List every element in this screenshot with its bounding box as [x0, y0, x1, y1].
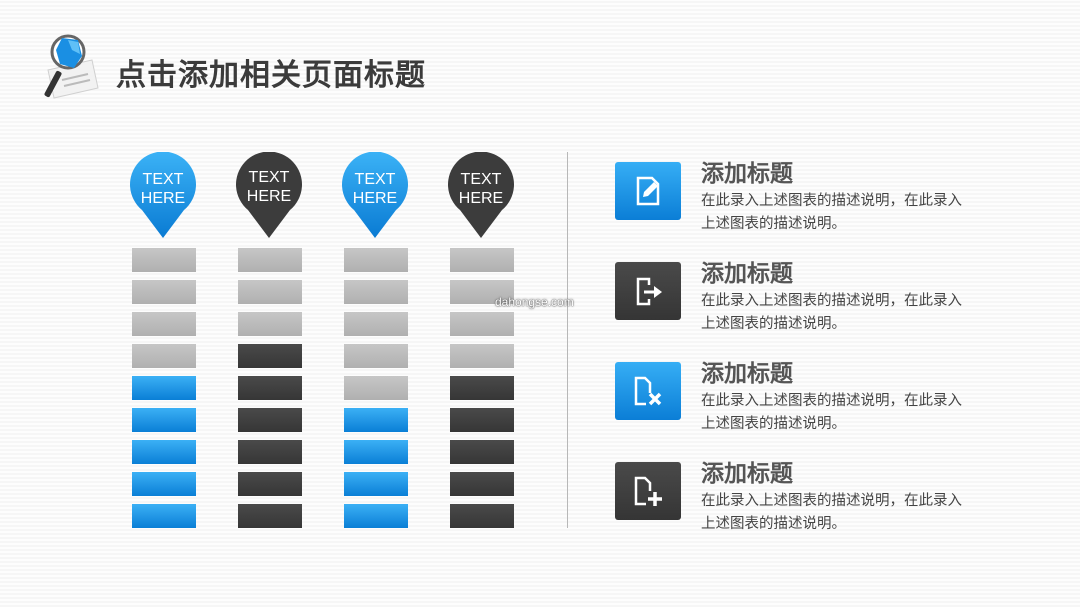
level-bar — [344, 504, 408, 528]
level-bar — [238, 504, 302, 528]
bar-column-1: TEXT HERE — [130, 152, 196, 528]
pin-marker: TEXT HERE — [448, 152, 514, 240]
pin-label-line1: TEXT — [142, 171, 184, 188]
item-description: 在此录入上述图表的描述说明，在此录入上述图表的描述说明。 — [701, 493, 962, 532]
page-title: 点击添加相关页面标题 — [116, 58, 426, 93]
item-description: 在此录入上述图表的描述说明，在此录入上述图表的描述说明。 — [701, 193, 962, 232]
item-description: 在此录入上述图表的描述说明，在此录入上述图表的描述说明。 — [701, 293, 962, 332]
pin-label-line1: TEXT — [248, 169, 290, 186]
level-bar — [344, 248, 408, 272]
level-bar — [344, 312, 408, 336]
level-bar — [450, 440, 514, 464]
level-bar — [132, 376, 196, 400]
pin-label-line1: TEXT — [460, 171, 502, 188]
level-bar — [238, 472, 302, 496]
watermark: dahongse.com — [495, 295, 574, 309]
level-bar — [132, 472, 196, 496]
level-bar — [238, 344, 302, 368]
feature-item-2: 添加标题 在此录入上述图表的描述说明，在此录入上述图表的描述说明。 — [615, 254, 1035, 344]
item-description: 在此录入上述图表的描述说明，在此录入上述图表的描述说明。 — [701, 393, 962, 432]
delete-document-icon — [615, 362, 681, 420]
level-bar — [132, 344, 196, 368]
level-bar — [238, 312, 302, 336]
feature-item-4: 添加标题 在此录入上述图表的描述说明，在此录入上述图表的描述说明。 — [615, 454, 1035, 544]
level-bar — [132, 504, 196, 528]
item-title: 添加标题 — [701, 161, 793, 187]
level-bar — [238, 376, 302, 400]
pin-label: TEXT HERE — [342, 170, 408, 208]
pin-marker: TEXT HERE — [236, 152, 302, 240]
level-bar — [344, 280, 408, 304]
level-bar — [132, 312, 196, 336]
item-title: 添加标题 — [701, 261, 793, 287]
level-bar — [238, 408, 302, 432]
level-bar — [450, 280, 514, 304]
level-bar — [238, 280, 302, 304]
level-bar — [238, 440, 302, 464]
pin-label-line2: HERE — [352, 190, 398, 207]
pin-marker: TEXT HERE — [130, 152, 196, 240]
bar-column-2: TEXT HERE — [236, 152, 302, 528]
level-bar — [344, 376, 408, 400]
pin-label-line2: HERE — [246, 188, 292, 205]
pin-label-line1: TEXT — [354, 171, 396, 188]
level-bar — [344, 440, 408, 464]
level-bar — [450, 248, 514, 272]
level-bar — [450, 472, 514, 496]
level-bar — [132, 408, 196, 432]
level-bar — [132, 248, 196, 272]
level-bar — [132, 280, 196, 304]
feature-item-1: 添加标题 在此录入上述图表的描述说明，在此录入上述图表的描述说明。 — [615, 154, 1035, 244]
level-bar — [238, 248, 302, 272]
bar-column-4: TEXT HERE — [448, 152, 514, 528]
pin-label-line2: HERE — [458, 190, 504, 207]
logo-magnifier-icon — [38, 30, 100, 106]
pin-label: TEXT HERE — [130, 170, 196, 208]
edit-document-icon — [615, 162, 681, 220]
level-bar — [450, 312, 514, 336]
feature-item-3: 添加标题 在此录入上述图表的描述说明，在此录入上述图表的描述说明。 — [615, 354, 1035, 444]
level-bar — [450, 504, 514, 528]
level-bar — [450, 408, 514, 432]
pin-label-line2: HERE — [140, 190, 186, 207]
level-bar — [344, 472, 408, 496]
level-bar — [344, 344, 408, 368]
pin-marker: TEXT HERE — [342, 152, 408, 240]
vertical-divider — [567, 152, 568, 528]
item-title: 添加标题 — [701, 461, 793, 487]
add-document-icon — [615, 462, 681, 520]
pin-label: TEXT HERE — [448, 170, 514, 208]
item-title: 添加标题 — [701, 361, 793, 387]
pin-label: TEXT HERE — [236, 168, 302, 206]
level-bar — [344, 408, 408, 432]
level-bar — [132, 440, 196, 464]
bar-column-3: TEXT HERE — [342, 152, 408, 528]
level-bar — [450, 344, 514, 368]
export-document-icon — [615, 262, 681, 320]
level-bar — [450, 376, 514, 400]
